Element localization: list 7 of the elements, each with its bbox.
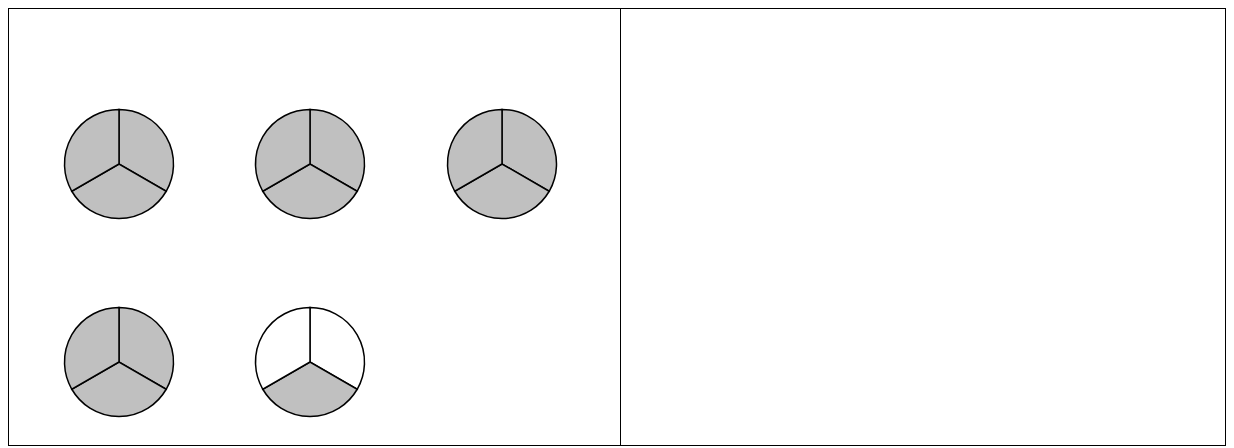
- table-cell: [620, 8, 1226, 446]
- fraction-circle-drawing: [63, 306, 175, 418]
- fraction-circle-drawing: [63, 108, 175, 220]
- fraction-circle-drawing: [254, 306, 366, 418]
- table-cell: [8, 8, 621, 446]
- fraction-circle-drawing: [254, 108, 366, 220]
- fraction-circle-drawing: [446, 108, 558, 220]
